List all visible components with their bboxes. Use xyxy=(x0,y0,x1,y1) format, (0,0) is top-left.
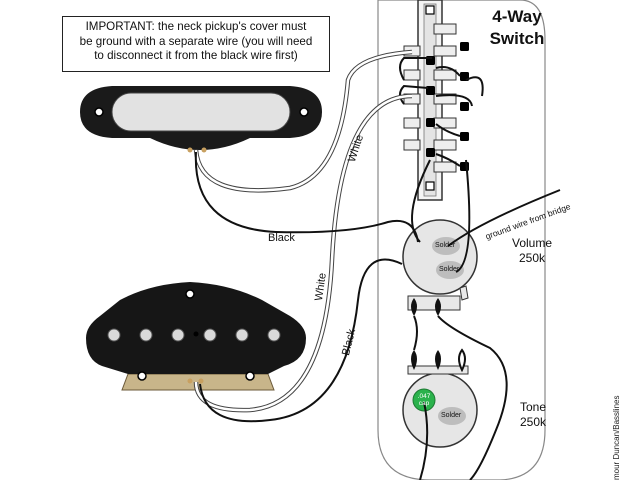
tone-capacitor xyxy=(412,388,436,412)
note-line-2: be ground with a separate wire (you will… xyxy=(79,34,313,48)
tone-solder: Solder xyxy=(441,412,462,419)
tone-value: 250k xyxy=(519,415,547,429)
tone-pot xyxy=(402,348,478,448)
neck-screw-left xyxy=(94,107,104,117)
note-line-3: to disconnect it from the black wire fir… xyxy=(94,49,298,62)
bridge-pickup xyxy=(86,282,306,391)
bridge-screw-right xyxy=(245,371,255,381)
volume-solder-top: Solder xyxy=(435,242,456,249)
four-way-switch xyxy=(403,0,469,201)
black-wire-label-neck: Black xyxy=(268,232,295,244)
black-wires xyxy=(194,151,561,480)
bridge-screw-left xyxy=(137,371,147,381)
volume-name: Volume xyxy=(511,236,553,250)
pole-pieces xyxy=(107,328,281,342)
neck-screw-right xyxy=(299,107,309,117)
volume-label: Volume 250k xyxy=(506,236,558,266)
white-wires xyxy=(193,49,413,413)
neck-pickup xyxy=(80,86,322,153)
cap-label: .047 cap xyxy=(414,393,434,407)
note-line-1: IMPORTANT: the neck pickup's cover must xyxy=(85,20,307,33)
volume-value: 250k xyxy=(518,251,546,265)
switch-title-line-2: Switch xyxy=(489,29,545,48)
cap-value: .047 xyxy=(417,393,431,400)
important-note: IMPORTANT: the neck pickup's cover must … xyxy=(62,16,330,72)
switch-title: 4-Way Switch xyxy=(478,6,556,50)
tone-label: Tone 250k xyxy=(510,400,556,430)
credit-text: mour Duncan/Basslines xyxy=(612,395,621,480)
bridge-screw-top xyxy=(185,289,195,299)
volume-solder-bottom: Solder xyxy=(439,266,460,273)
cap-unit: cap xyxy=(418,400,430,407)
tone-name: Tone xyxy=(519,400,547,414)
switch-jumpers xyxy=(399,57,473,167)
switch-title-line-1: 4-Way xyxy=(492,7,542,26)
